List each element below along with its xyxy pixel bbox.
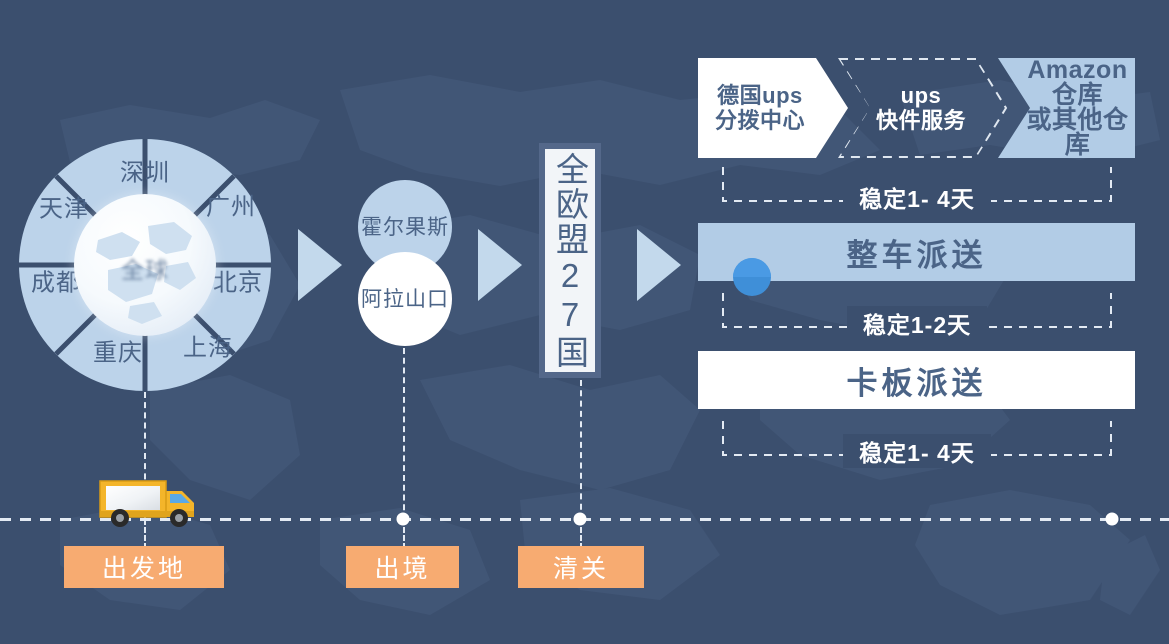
border-port-alashankou-label: 阿拉山口: [361, 287, 449, 311]
chevron1-line2: 分拨中心: [714, 108, 805, 133]
duration-label-ups: 稳定1- 4天: [722, 180, 1112, 214]
eu-destination-panel[interactable]: 全欧盟27国: [539, 143, 601, 378]
stage-label-origin[interactable]: 出发地: [64, 546, 224, 588]
service-bar-pallet-label: 卡板派送: [846, 365, 987, 401]
duration-bracket-full-truck: 稳定1-2天: [722, 293, 1112, 340]
service-bar-pallet[interactable]: 卡板派送: [698, 351, 1135, 409]
cursor-dot-highlight: [733, 258, 771, 277]
wheel-city-beijing[interactable]: 北京: [213, 269, 263, 297]
globe-landmass: [96, 222, 196, 324]
chevron3-line2: 或其他仓库: [1026, 106, 1129, 159]
border-port-alashankou[interactable]: 阿拉山口: [358, 252, 452, 346]
chevron2-line1: ups: [900, 83, 942, 108]
eu-destination-label: 全欧盟27国: [551, 151, 589, 370]
timeline-dot-exit: [396, 512, 410, 526]
chevron3-line1: Amazon仓库: [1027, 56, 1128, 109]
delivery-truck-icon: [99, 480, 194, 527]
chevron-amazon-warehouse-label: Amazon仓库或其他仓库: [998, 58, 1135, 158]
wheel-city-shanghai[interactable]: 上海: [183, 334, 233, 362]
dropper-origin-lower: [144, 519, 146, 549]
service-bar-full-truck[interactable]: 整车派送: [698, 223, 1135, 281]
timeline-dot-end: [1105, 512, 1119, 526]
globe-icon: 全球: [74, 194, 216, 336]
duration-bracket-ups: 稳定1- 4天: [722, 167, 1112, 214]
wheel-city-guangzhou[interactable]: 广州: [206, 193, 256, 221]
dropper-customs-lower: [580, 519, 582, 549]
stage-label-customs[interactable]: 清关: [518, 546, 644, 588]
dropper-exit-lower: [403, 519, 405, 549]
chevron1-line1: 德国ups: [717, 83, 803, 108]
duration-label-pallet: 稳定1- 4天: [722, 434, 1112, 468]
globe-center-label: 全球: [121, 256, 169, 283]
play-arrow-icon-3: [637, 229, 681, 301]
play-arrow-icon-2: [478, 229, 522, 301]
service-bar-full-truck-label: 整车派送: [846, 237, 987, 273]
wheel-city-chongqing[interactable]: 重庆: [93, 339, 143, 367]
stage-label-origin-text: 出发地: [101, 555, 186, 583]
dropper-exit: [403, 348, 405, 520]
chevron2-dashed-outline: [838, 58, 1008, 158]
duration-bracket-pallet: 稳定1- 4天: [722, 421, 1112, 468]
chevron2-line2: 快件服务: [875, 108, 966, 133]
chevron-amazon-warehouse[interactable]: Amazon仓库或其他仓库: [998, 58, 1135, 158]
duration-label-full-truck: 稳定1-2天: [722, 306, 1112, 340]
stage-label-customs-text: 清关: [552, 555, 609, 583]
wheel-city-tianjin[interactable]: 天津: [39, 195, 89, 223]
origin-city-wheel: 深圳 广州 北京 上海 重庆 成都 天津 全球: [18, 138, 272, 392]
dropper-customs: [580, 380, 582, 520]
wheel-city-chengdu[interactable]: 成都: [31, 269, 81, 297]
dropper-origin: [144, 392, 146, 520]
stage-label-exit-text: 出境: [374, 555, 431, 583]
border-port-khorgos-label: 霍尔果斯: [361, 215, 449, 239]
timeline-dot-customs: [573, 512, 587, 526]
stage-label-exit[interactable]: 出境: [346, 546, 459, 588]
play-arrow-icon-1: [298, 229, 342, 301]
wheel-city-shenzhen[interactable]: 深圳: [120, 159, 170, 187]
